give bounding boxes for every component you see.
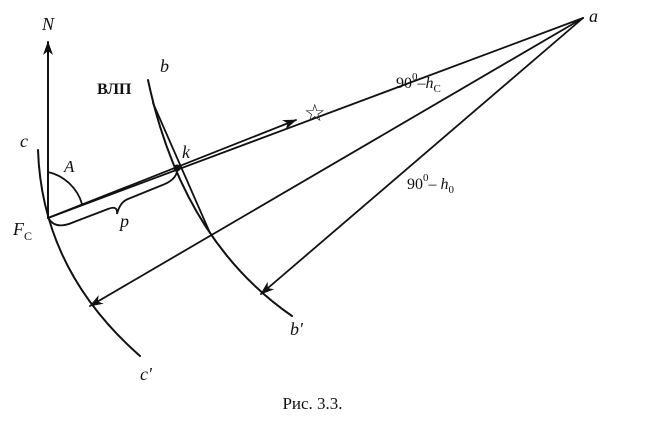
- label-p: p: [118, 211, 129, 231]
- label-c: c: [20, 131, 28, 151]
- zenith-hc-sup: 0: [412, 71, 418, 83]
- zenith-h0-sub: 0: [449, 184, 455, 196]
- point-k: [173, 164, 181, 172]
- label-vlp: ВЛП: [97, 81, 132, 98]
- figure-caption: Рис. 3.3.: [282, 394, 343, 413]
- label-zenith-h0: 900– h0: [407, 172, 455, 196]
- label-zenith-hc: 900–hC: [396, 71, 441, 95]
- label-angle-a: A: [63, 157, 75, 176]
- zenith-h0-sup: 0: [423, 172, 429, 184]
- radius-h0-arrow: [260, 17, 584, 295]
- zenith-hc-sub: C: [434, 83, 441, 95]
- arc-c: [37, 149, 141, 357]
- label-fc-sub: C: [24, 229, 32, 243]
- zenith-h0-main: 90: [407, 176, 423, 193]
- label-fc-main: F: [12, 219, 25, 239]
- label-a: a: [589, 6, 598, 26]
- zenith-hc-main: 90: [396, 75, 412, 92]
- label-north: N: [41, 14, 55, 34]
- label-fc: FC: [12, 219, 32, 243]
- radius-hc-arrow: [89, 17, 584, 307]
- line-a-to-fc: [47, 17, 584, 219]
- angle-a-arc: [47, 171, 83, 205]
- star-icon: ☆: [304, 101, 326, 127]
- label-b: b: [160, 56, 169, 76]
- zenith-h0-rest: – h: [428, 176, 449, 193]
- arc-b: [147, 79, 293, 317]
- label-k: k: [182, 142, 191, 162]
- zenith-hc-rest: –h: [417, 75, 434, 92]
- distance-p-brace: [48, 169, 178, 227]
- label-c-prime: c': [140, 364, 153, 384]
- label-b-prime: b': [290, 319, 304, 339]
